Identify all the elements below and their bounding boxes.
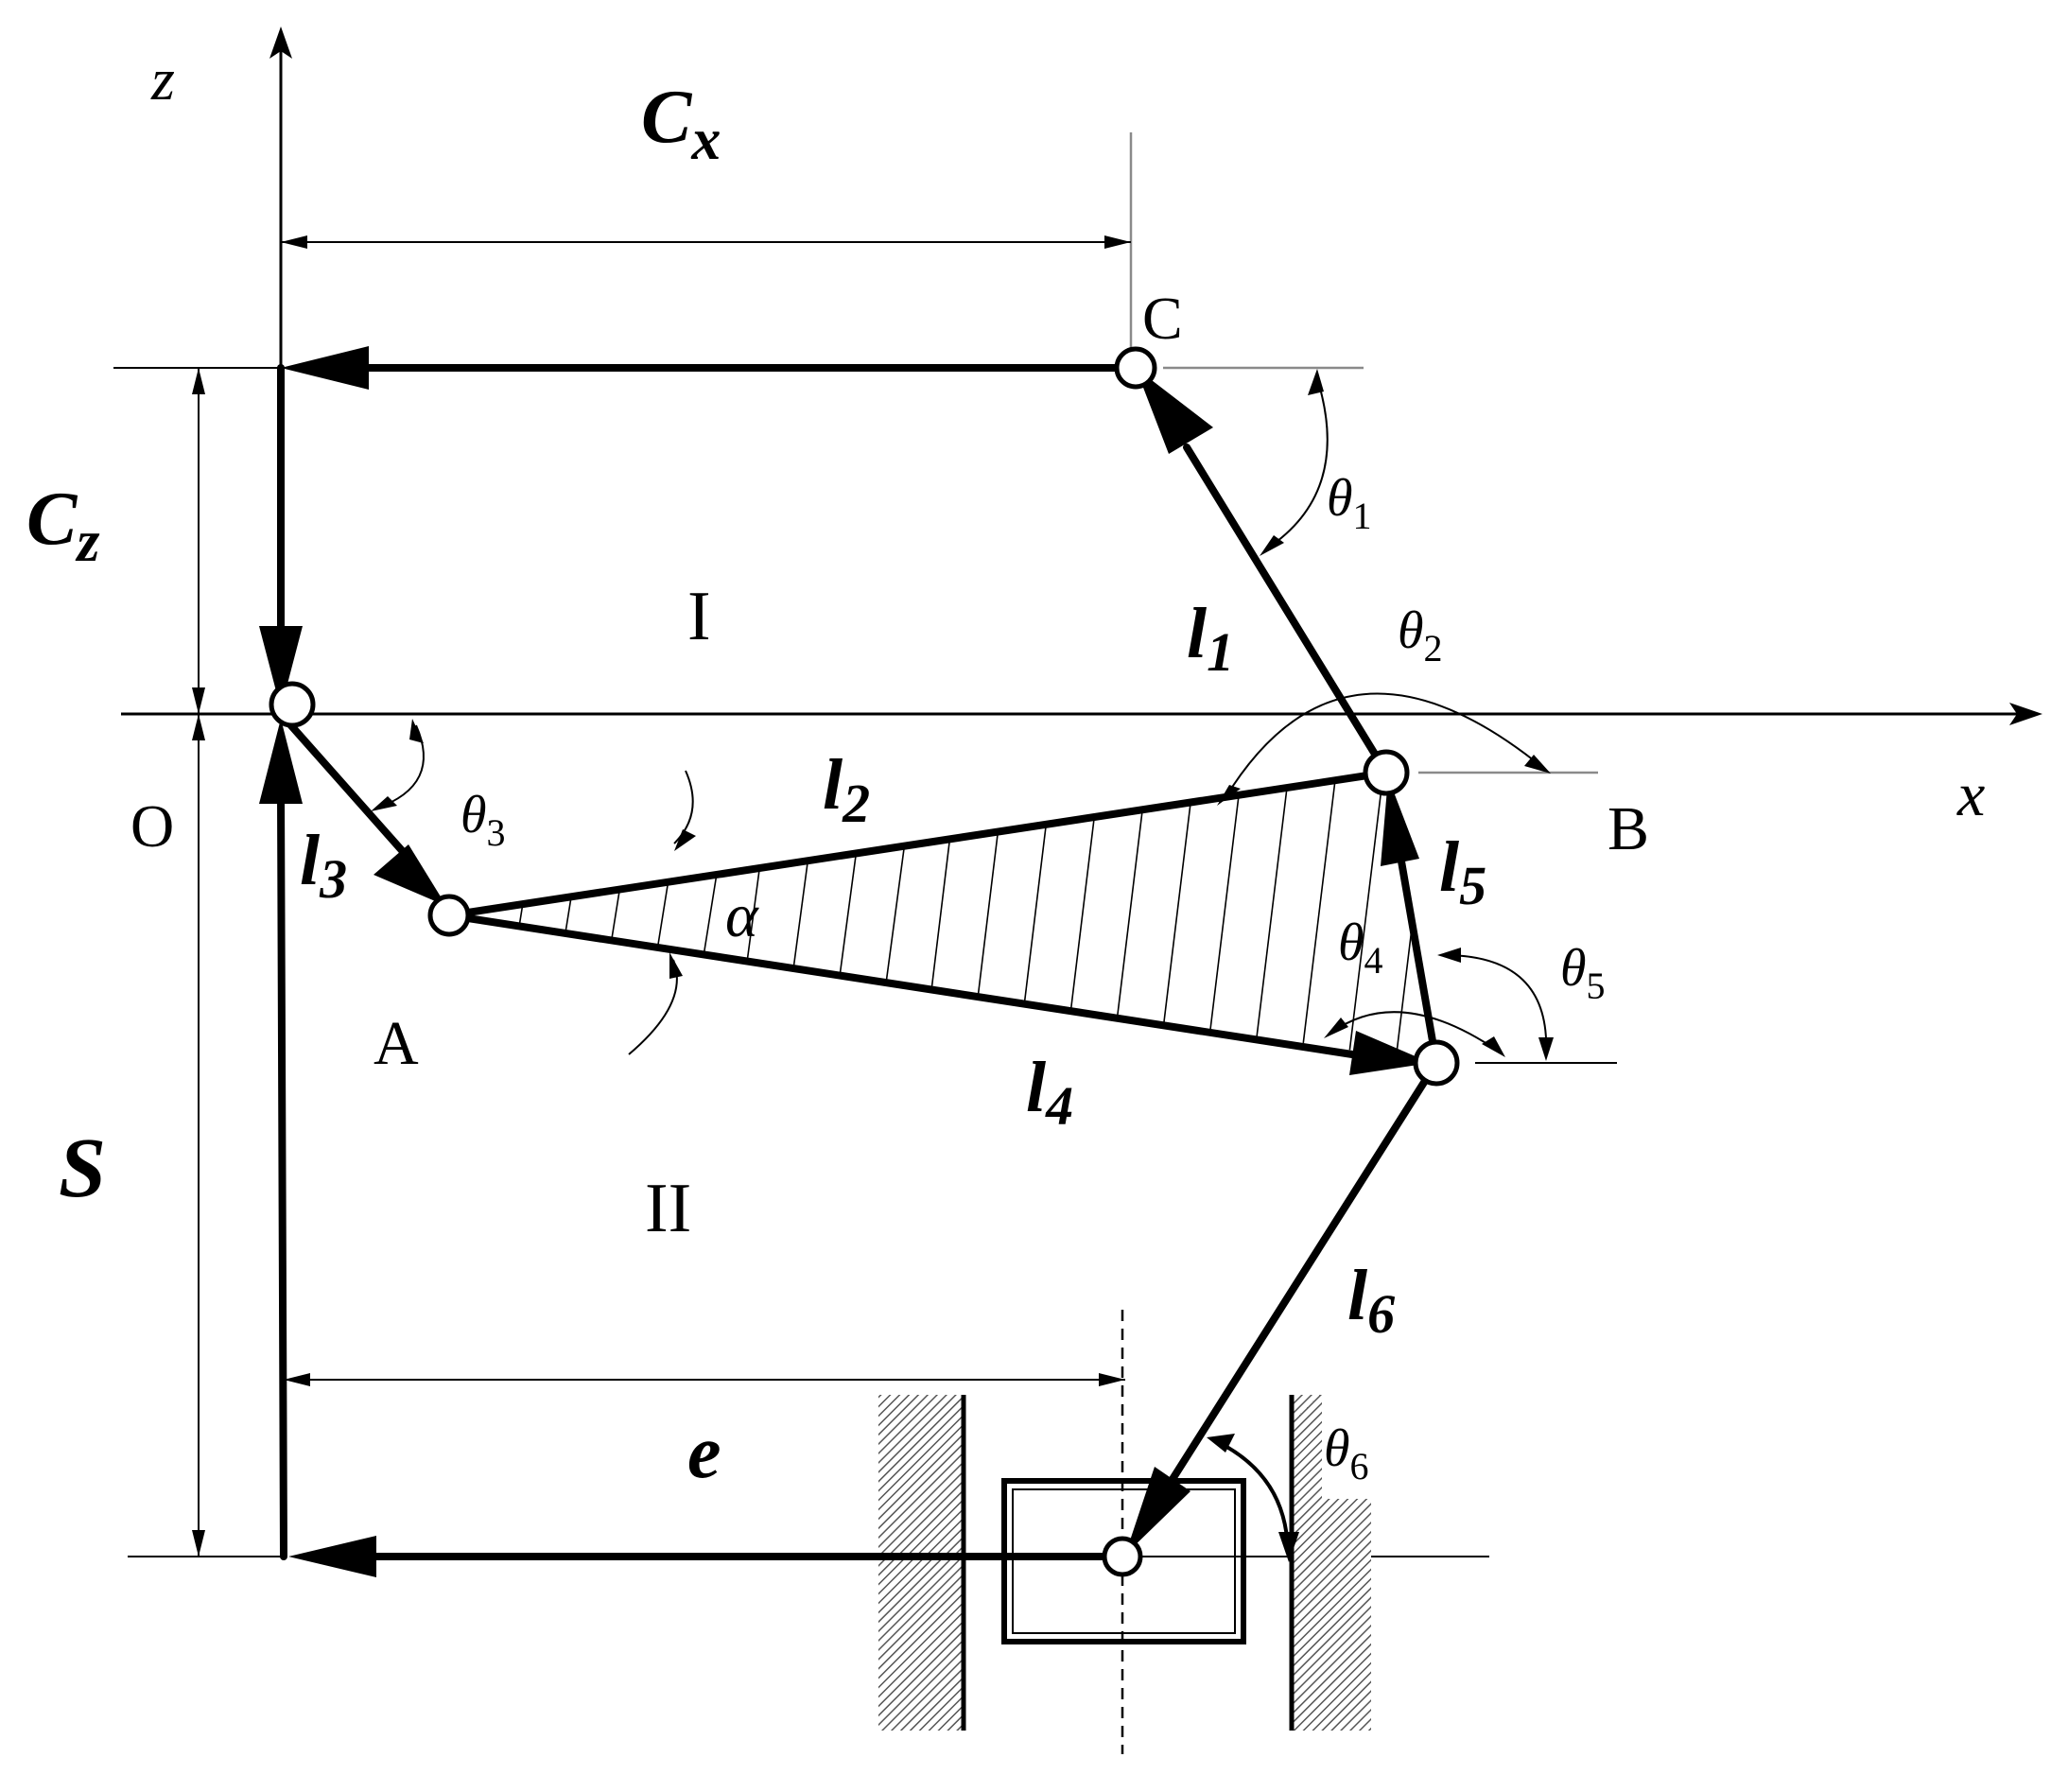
cx-dimension: [281, 235, 1131, 249]
joint-b: [1363, 749, 1410, 796]
extension-lines: [113, 367, 1617, 1557]
joint-a: [427, 894, 471, 937]
link-l3: [277, 710, 446, 906]
link-l4: [445, 912, 1431, 1075]
theta2-arc: [1217, 692, 1551, 806]
cz-label: Cz: [26, 478, 100, 574]
point-b-label: B: [1607, 794, 1649, 863]
vector-s: [259, 719, 303, 1560]
link-l1: [1136, 368, 1390, 776]
cx-label: Cx: [641, 76, 721, 172]
joint-c: [1114, 346, 1157, 390]
l2-label: l2: [823, 745, 870, 834]
point-a-label: A: [374, 1009, 419, 1078]
point-c-label: C: [1142, 285, 1183, 352]
alpha-label: α: [725, 881, 759, 950]
joint-origin: [269, 681, 316, 728]
theta4-arc: [1324, 1011, 1505, 1057]
z-axis-label: z: [150, 45, 175, 113]
l4-label: l4: [1026, 1048, 1073, 1137]
theta3-arc: [371, 719, 425, 811]
l1-label: l1: [1187, 594, 1234, 683]
l6-label: l6: [1347, 1256, 1395, 1345]
alpha-arc: [628, 770, 696, 1055]
cz-dimension: [192, 368, 205, 714]
reference-lines: [1129, 132, 1598, 774]
theta5-arc: [1437, 948, 1554, 1061]
theta5-label: θ5: [1560, 939, 1606, 1007]
guide-wall-left: [878, 1395, 966, 1731]
joint-d: [1413, 1039, 1460, 1087]
s-label: S: [59, 1122, 106, 1215]
link-l2: [445, 769, 1390, 919]
slider-block: [1001, 1478, 1246, 1644]
e-dimension: [284, 1373, 1125, 1386]
theta3-label: θ3: [461, 786, 506, 854]
joint-slider: [1102, 1536, 1143, 1577]
theta6-label: θ6: [1324, 1419, 1369, 1488]
vector-cz: [259, 364, 303, 709]
link-l6: [1125, 1059, 1440, 1555]
l5-label: l5: [1439, 827, 1486, 916]
link-l5: [1381, 777, 1440, 1067]
l3-label: l3: [300, 821, 347, 910]
region-i-label: I: [687, 578, 711, 655]
theta2-label: θ2: [1398, 601, 1443, 670]
e-label: e: [687, 1411, 721, 1494]
vector-e: [288, 1536, 1126, 1577]
theta4-label: θ4: [1338, 913, 1383, 982]
theta1-label: θ1: [1327, 469, 1372, 537]
theta6-arc: [1207, 1434, 1299, 1562]
region-ii-label: II: [645, 1170, 691, 1247]
theta1-arc: [1260, 369, 1329, 556]
s-dimension: [192, 714, 205, 1557]
hatched-link-triangle: [495, 773, 1434, 1063]
origin-label: O: [130, 792, 174, 860]
vector-cx: [281, 346, 1135, 390]
x-axis-label: x: [1956, 760, 1985, 829]
x-axis: [121, 703, 2042, 725]
guide-wall-right: [1289, 1395, 1371, 1731]
